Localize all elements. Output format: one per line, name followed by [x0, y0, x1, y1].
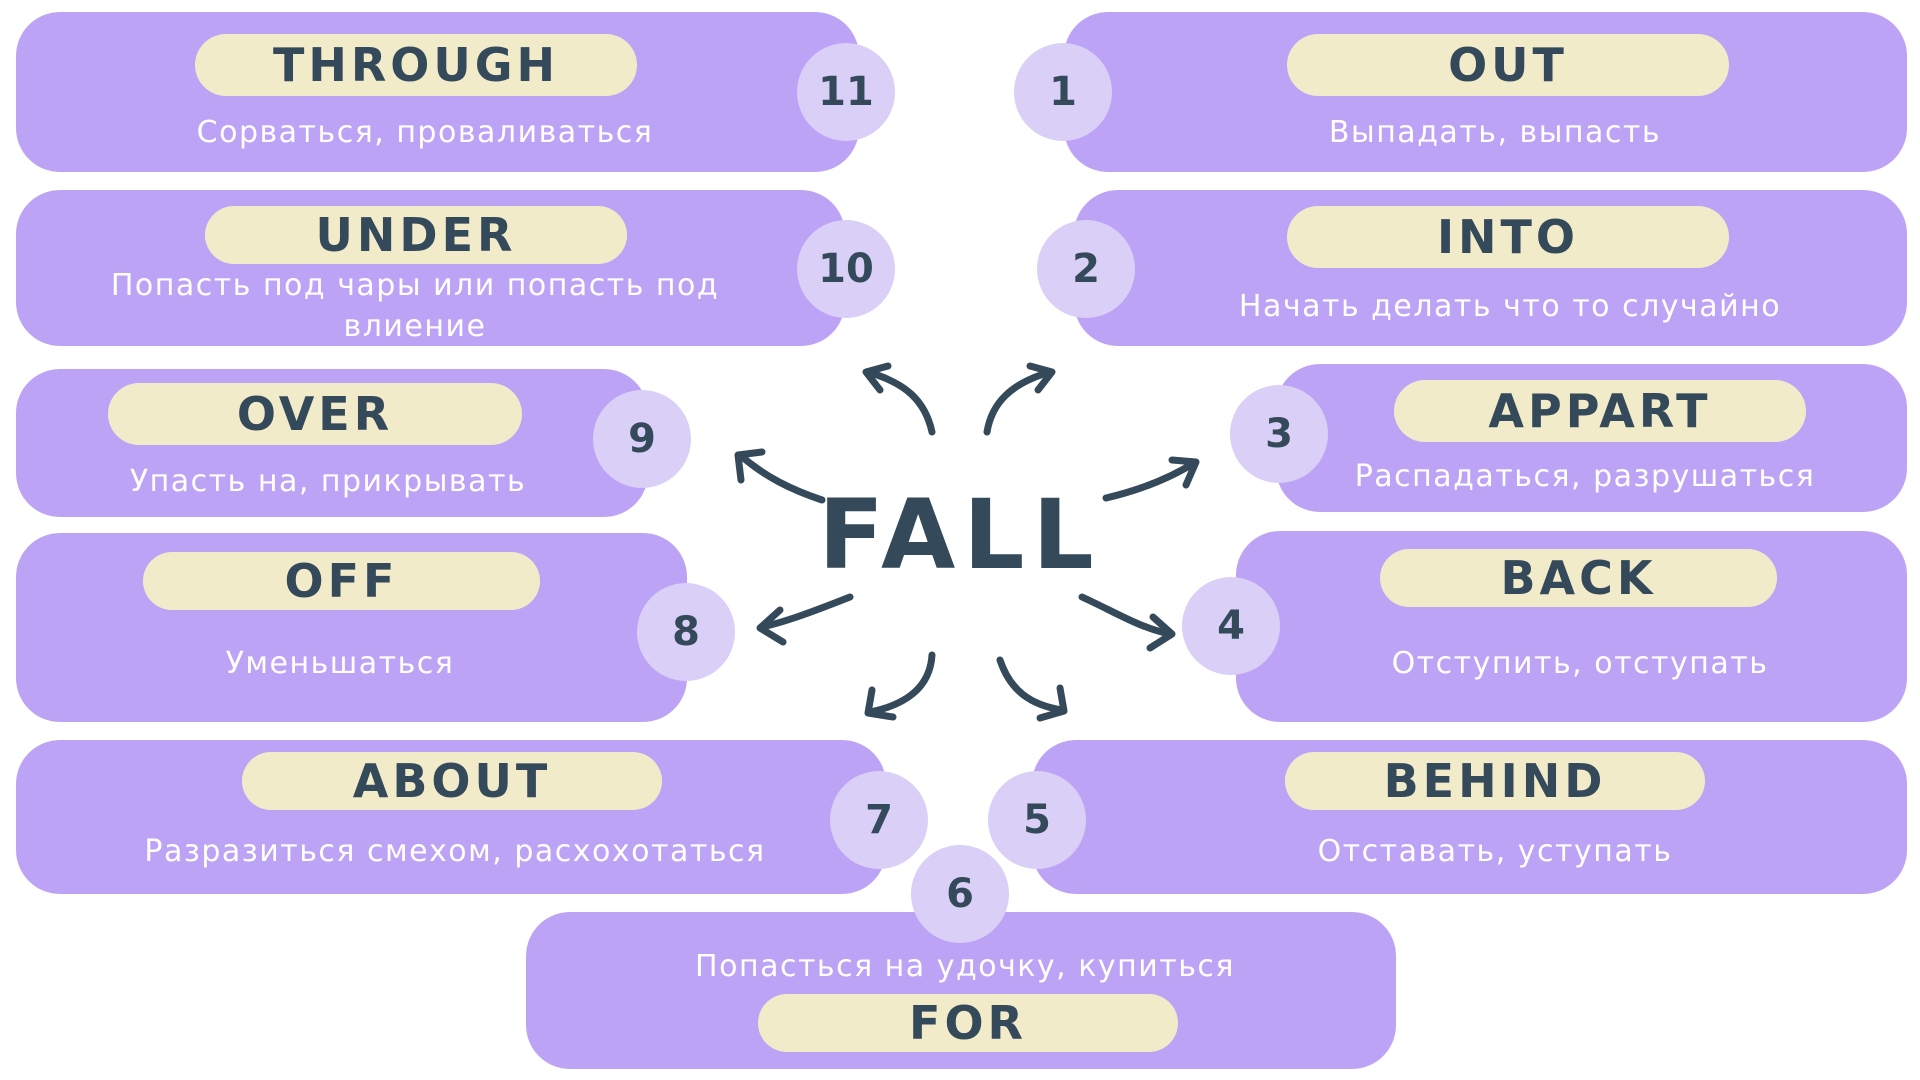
- number-circle-8: 8: [637, 583, 735, 681]
- particle-label-8: OFF: [143, 552, 540, 610]
- arrow-up-right-head-icon: [1026, 362, 1056, 394]
- number-circle-11: 11: [797, 43, 895, 141]
- meaning-text-2: Начать делать что то случайно: [1238, 289, 1782, 324]
- meaning-text-3: Распадаться, разрушаться: [1354, 459, 1816, 494]
- particle-label-11: THROUGH: [195, 34, 637, 96]
- arrow-down-right-head-icon: [1036, 684, 1068, 722]
- number-circle-9: 9: [593, 390, 691, 488]
- center-word: FALL: [818, 479, 1102, 591]
- arrow-left-lower-icon: [758, 593, 854, 631]
- meaning-text-7: Разразиться смехом, расхохотаться: [144, 834, 766, 869]
- arrow-down-left-icon: [866, 651, 936, 716]
- arrow-down-left-head-icon: [864, 686, 897, 721]
- number-circle-5: 5: [988, 771, 1086, 869]
- arrow-left-lower-head-icon: [756, 606, 787, 646]
- arrow-right-lower-head-icon: [1146, 613, 1176, 652]
- meaning-text-4: Отступить, отступать: [1391, 646, 1769, 681]
- particle-label-9: OVER: [108, 383, 522, 445]
- number-circle-1: 1: [1014, 43, 1112, 141]
- number-circle-4: 4: [1182, 577, 1280, 675]
- number-circle-2: 2: [1037, 220, 1135, 318]
- particle-label-2: INTO: [1287, 206, 1729, 268]
- meaning-text-8: Уменьшаться: [225, 646, 455, 681]
- meaning-text-11: Сорваться, проваливаться: [196, 115, 654, 150]
- particle-label-5: BEHIND: [1285, 752, 1705, 810]
- meaning-text-9: Упасть на, прикрывать: [129, 464, 527, 499]
- meaning-text-6: Попасться на удочку, купиться: [695, 949, 1235, 984]
- number-circle-6: 6: [911, 845, 1009, 943]
- particle-label-3: APPART: [1394, 380, 1806, 442]
- arrow-right-upper-head-icon: [1168, 456, 1200, 489]
- particle-label-7: ABOUT: [242, 752, 662, 810]
- arrow-down-right-icon: [996, 656, 1066, 714]
- number-circle-7: 7: [830, 771, 928, 869]
- meaning-text-1: Выпадать, выпасть: [1328, 115, 1662, 150]
- arrow-up-left-icon: [864, 368, 936, 436]
- particle-label-4: BACK: [1380, 549, 1777, 607]
- meaning-text-5: Отставать, уступать: [1317, 834, 1673, 869]
- arrow-up-left-head-icon: [862, 362, 892, 394]
- number-circle-10: 10: [797, 220, 895, 318]
- arrow-right-upper-icon: [1102, 459, 1198, 502]
- number-circle-3: 3: [1230, 385, 1328, 483]
- particle-label-6: FOR: [758, 994, 1178, 1052]
- arrow-left-upper-head-icon: [734, 448, 766, 484]
- particle-label-1: OUT: [1287, 34, 1729, 96]
- meaning-text-10: Попасть под чары или попасть под влиение: [110, 268, 720, 344]
- arrow-left-upper-icon: [736, 451, 826, 504]
- particle-label-10: UNDER: [205, 206, 627, 264]
- arrow-right-lower-icon: [1078, 593, 1174, 638]
- arrow-up-right-icon: [983, 368, 1054, 436]
